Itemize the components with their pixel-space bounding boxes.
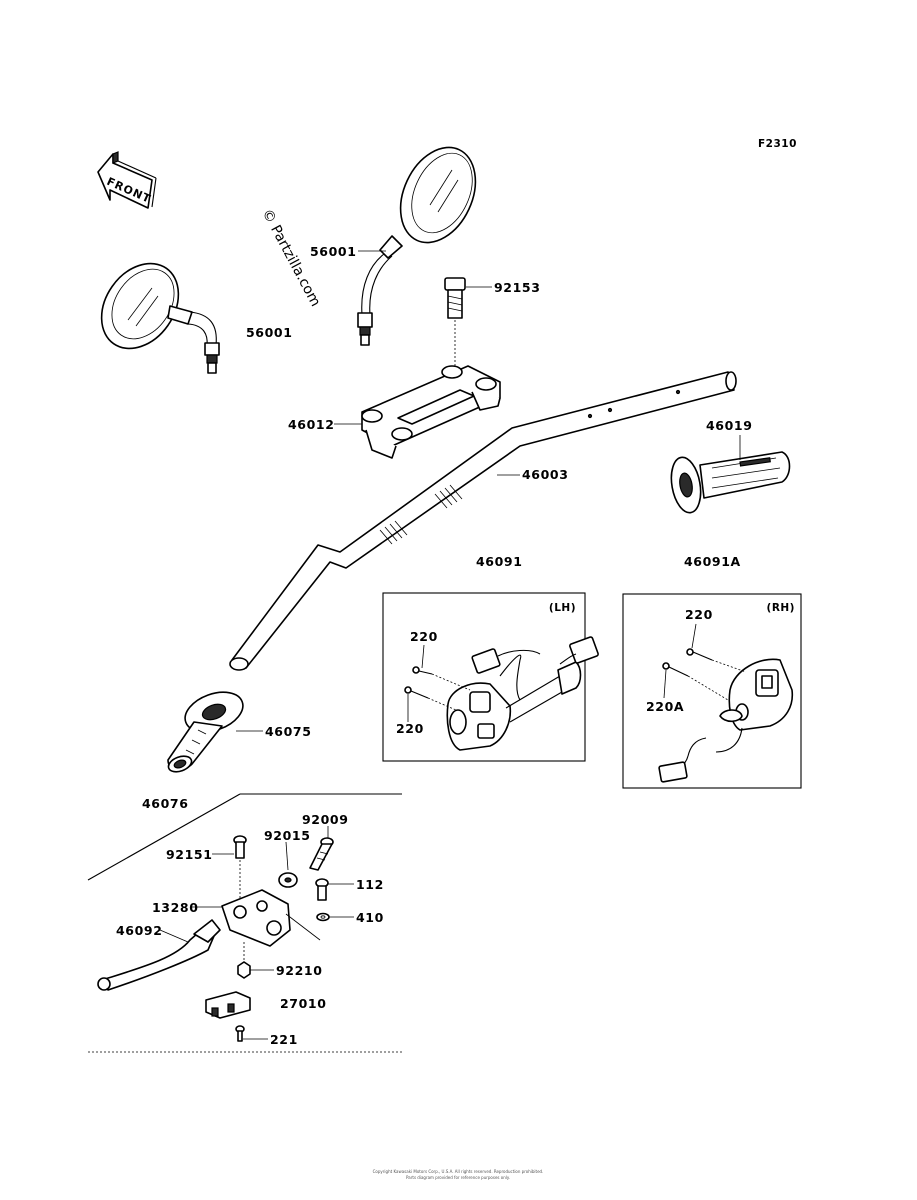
switch-27010 [205,991,251,1019]
lever-46092 [97,919,221,991]
label-46092: 46092 [116,923,163,938]
leader-lines [159,250,741,1040]
washer-410 [316,912,330,922]
rh-switch-box: (RH) 220 220A [622,593,802,789]
label-410: 410 [356,910,384,925]
nut-92210 [237,940,251,979]
collar-92015 [278,872,298,888]
rh-screw-b-label: 220A [646,699,684,714]
label-46003: 46003 [522,467,569,482]
grip-46075 [167,691,244,773]
screw-221 [235,1025,245,1042]
handlebar-knurl [379,484,463,545]
label-92151: 92151 [166,847,213,862]
grip-46019 [670,451,791,514]
label-46091: 46091 [476,554,523,569]
label-46075: 46075 [265,724,312,739]
rh-screw-top [686,648,747,673]
lever-assy-divider [87,793,241,881]
bolt-92153 [444,277,466,368]
bolt-92009 [309,837,334,871]
label-46076: 46076 [142,796,189,811]
mirror-right [357,146,477,346]
mirror-left [100,262,220,374]
footer-line-1: Copyright Kawasaki Motors Corp., U.S.A. … [373,1169,544,1174]
lh-screw-bottom [404,686,457,711]
figure-code: F2310 [758,138,797,150]
lh-switch-housing [446,636,599,751]
lh-screw-b-label: 220 [396,721,424,736]
footer-line-2: Parts diagram provided for reference pur… [406,1175,510,1180]
lh-screw-top [412,666,471,691]
screw-112 [315,878,329,901]
label-92153: 92153 [494,280,541,295]
lh-box-title: (LH) [549,602,576,614]
label-46019: 46019 [706,418,753,433]
label-46012: 46012 [288,417,335,432]
front-arrow-icon: FRONT [97,151,157,209]
label-112: 112 [356,877,384,892]
label-92015: 92015 [264,828,311,843]
rh-switch-housing [658,658,794,783]
label-56001-right: 56001 [310,244,357,259]
label-46091A: 46091A [684,554,741,569]
label-13280: 13280 [152,900,199,915]
lh-screw-a-label: 220 [410,629,438,644]
label-92009: 92009 [302,812,349,827]
label-221: 221 [270,1032,298,1047]
label-56001-left: 56001 [246,325,293,340]
rh-screw-a-label: 220 [685,607,713,622]
handlebar-46003 [229,371,737,671]
holder-46012 [361,365,501,459]
bolt-92151 [233,835,247,898]
label-27010: 27010 [280,996,327,1011]
rh-screw-bottom [662,662,729,701]
rh-box-title: (RH) [767,602,795,614]
clamp-13280 [221,889,321,947]
lh-switch-box: (LH) 220 220 [382,592,599,762]
label-92210: 92210 [276,963,323,978]
